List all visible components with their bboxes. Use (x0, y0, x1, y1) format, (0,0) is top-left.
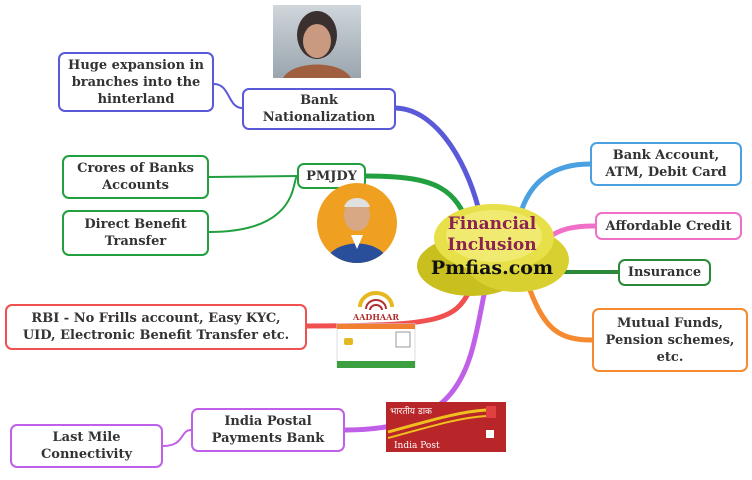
india-post-image: भारतीय डाक India Post (386, 402, 506, 452)
node-label: Insurance (627, 265, 702, 280)
affordable-credit-node[interactable]: Affordable Credit (595, 212, 742, 240)
india-post-text: India Post (394, 441, 440, 451)
bank-nationalization-node[interactable]: Bank Nationalization (242, 88, 396, 130)
mutual-funds-node[interactable]: Mutual Funds, Pension schemes, etc. (592, 308, 748, 372)
dbt-node[interactable]: Direct Benefit Transfer (62, 210, 209, 256)
node-label: Direct Benefit Transfer (84, 217, 187, 249)
center-title-line1: Financial (447, 214, 537, 234)
node-label: India Postal Payments Bank (211, 414, 325, 446)
modi-photo (317, 183, 397, 263)
last-mile-node[interactable]: Last Mile Connectivity (10, 424, 163, 468)
indira-gandhi-photo (273, 5, 361, 78)
center-title-line2: Inclusion (447, 235, 537, 255)
node-label: Affordable Credit (605, 218, 732, 234)
node-label: Crores of Banks Accounts (77, 161, 194, 193)
insurance-node[interactable]: Insurance (618, 259, 711, 286)
connector-mutual-funds (527, 287, 595, 343)
node-label: Last Mile Connectivity (40, 430, 133, 462)
connector-nationalization (393, 105, 483, 218)
gold-coins-icon (417, 204, 569, 296)
connector-lastmile (162, 429, 192, 447)
connector-crores (208, 175, 298, 178)
center-site: Pmfias.com (430, 257, 554, 279)
india-post-hindi-text: भारतीय डाक (390, 405, 433, 417)
bank-account-node[interactable]: Bank Account, ATM, Debit Card (590, 142, 742, 186)
crores-accounts-node[interactable]: Crores of Banks Accounts (62, 155, 209, 199)
rbi-node[interactable]: RBI - No Frills account, Easy KYC, UID, … (5, 304, 307, 350)
connector-bank-account (517, 161, 593, 218)
connector-expansion (213, 83, 243, 109)
node-label: Huge expansion in branches into the hint… (68, 57, 204, 107)
connector-dbt (208, 175, 298, 233)
node-label: RBI - No Frills account, Easy KYC, UID, … (22, 311, 290, 343)
node-label: Bank Nationalization (262, 93, 376, 125)
node-label: Mutual Funds, Pension schemes, etc. (605, 315, 735, 365)
node-label: PMJDY (306, 168, 357, 184)
ippb-node[interactable]: India Postal Payments Bank (191, 408, 345, 452)
aadhaar-logo-text: AADHAAR (352, 312, 399, 322)
center-node[interactable]: Financial Inclusion Pmfias.com (412, 196, 572, 304)
aadhaar-card-image: AADHAAR (336, 285, 416, 368)
huge-expansion-node[interactable]: Huge expansion in branches into the hint… (58, 52, 214, 112)
node-label: Bank Account, ATM, Debit Card (605, 148, 727, 180)
